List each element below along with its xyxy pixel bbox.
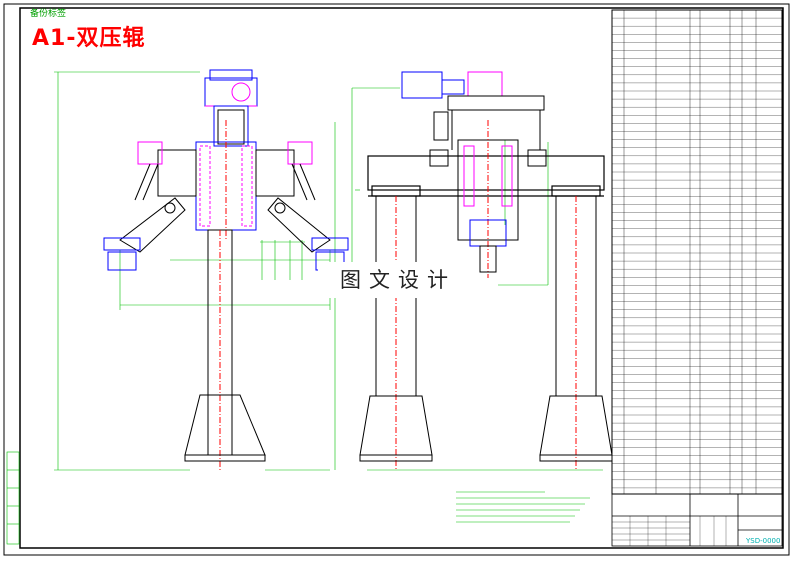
- drawing-number: YSD-0000: [746, 537, 781, 545]
- left-gearbox: [204, 69, 258, 147]
- left-arms: [103, 141, 349, 271]
- right-view-dimensions: [351, 87, 603, 471]
- drawing-title: A1-双压辊: [32, 26, 146, 51]
- inner-frame: [19, 7, 784, 549]
- left-view: [54, 69, 349, 471]
- left-view-dimensions: [54, 71, 336, 471]
- technical-notes: [456, 491, 590, 523]
- left-roller-box: [157, 120, 295, 240]
- right-view: [351, 71, 613, 471]
- right-columns: [359, 195, 613, 470]
- left-column: [184, 229, 266, 470]
- right-roller-housing: [429, 120, 547, 278]
- watermark: 图文设计: [318, 262, 478, 298]
- title-block: [611, 493, 783, 547]
- outer-frame: [3, 3, 790, 556]
- left-strip: [6, 451, 20, 545]
- parts-list: [611, 9, 783, 495]
- corner-tag: 备份标签: [30, 9, 67, 19]
- parts-list-rows: [612, 9, 782, 489]
- right-motor: [401, 71, 545, 150]
- right-crossbeam: [367, 155, 605, 197]
